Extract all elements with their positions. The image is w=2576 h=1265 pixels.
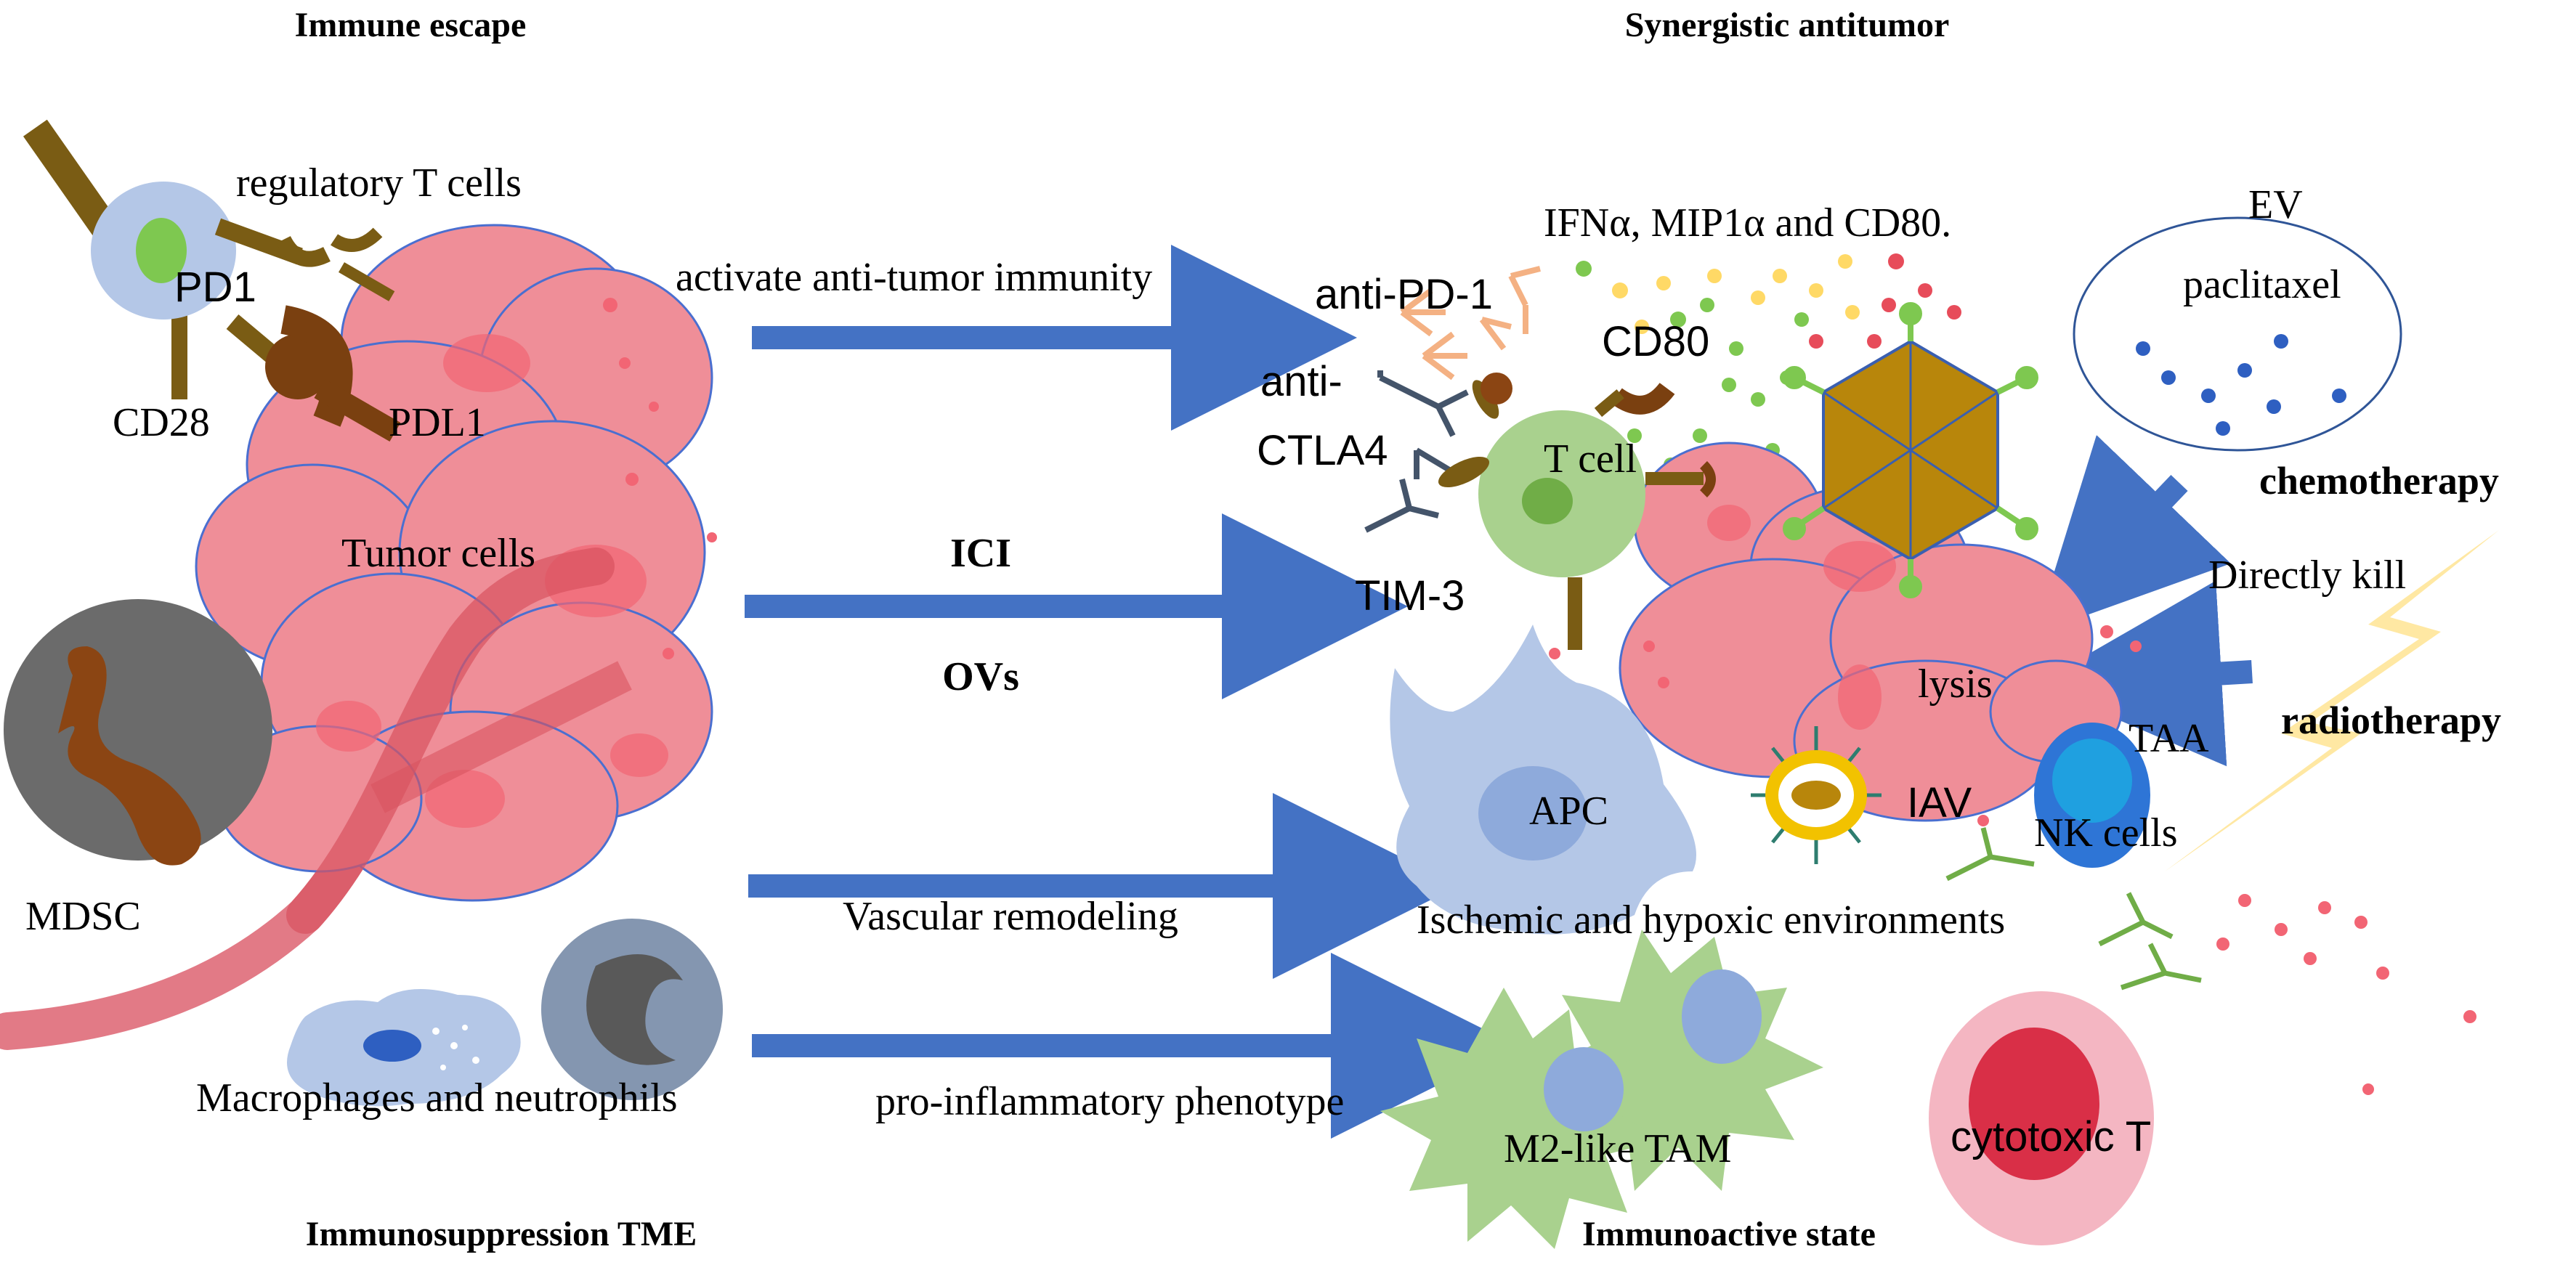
label-t-cell: T cell — [1544, 436, 1637, 481]
pd1-pdl1-binding — [226, 305, 401, 442]
label-directly-kill: Directly kill — [2208, 553, 2406, 598]
label-cd80: CD80 — [1602, 318, 1709, 365]
heading-suppression-tme: Immunosuppression TME — [306, 1215, 697, 1253]
label-iav: IAV — [1907, 779, 1972, 826]
label-apc: APC — [1529, 789, 1608, 834]
label-radiotherapy: radiotherapy — [2281, 699, 2501, 742]
anti-ctla4-antibodies — [1364, 370, 1469, 533]
label-pdl1: PDL1 — [389, 400, 486, 445]
arrow-chemo — [2035, 435, 2231, 634]
label-mdsc: MDSC — [25, 894, 141, 939]
lightning-bolt — [2165, 530, 2499, 871]
heading-immunoactive: Immunoactive state — [1582, 1215, 1876, 1253]
blood-vessel-overlay — [286, 548, 615, 934]
label-cytokines: IFNα, MIP1α and CD80. — [1544, 200, 1951, 245]
cytotoxic-t-cell — [1929, 991, 2154, 1245]
label-paclitaxel: paclitaxel — [2183, 262, 2341, 307]
label-cytotoxic-t: cytotoxic T — [1951, 1113, 2151, 1160]
iav-virus — [1751, 726, 1882, 864]
apc-cell — [1390, 625, 1696, 935]
label-vascular: Vascular remodeling — [843, 894, 1178, 939]
label-cd28: CD28 — [113, 400, 210, 445]
heading-synergistic: Synergistic antitumor — [1625, 6, 1950, 44]
label-nk-cells: NK cells — [2034, 810, 2178, 855]
cytokine-dots — [1576, 253, 1961, 472]
anti-pd1-antibodies — [1400, 266, 1541, 381]
label-tim3: TIM-3 — [1355, 572, 1465, 619]
arrows — [745, 245, 2253, 1139]
label-macrophages: Macrophages and neutrophils — [196, 1075, 677, 1120]
tumor-cluster-left — [195, 224, 717, 902]
label-activate: activate anti-tumor immunity — [676, 255, 1152, 300]
label-m2-tam: M2-like TAM — [1504, 1126, 1731, 1171]
label-proinflam: pro-inflammatory phenotype — [875, 1079, 1344, 1124]
label-taa: TAA — [2129, 716, 2209, 761]
mdsc-cell — [4, 599, 272, 866]
label-anti-pd1: anti-PD-1 — [1315, 271, 1493, 318]
label-ici: ICI — [950, 531, 1011, 576]
label-anti-ctla4-a: anti- — [1260, 358, 1342, 405]
label-tumor-cells: Tumor cells — [341, 531, 535, 576]
label-anti-ctla4-b: CTLA4 — [1257, 427, 1388, 474]
label-ovs: OVs — [942, 654, 1019, 699]
label-ev: EV — [2248, 182, 2303, 227]
label-regulatory-t: regulatory T cells — [236, 160, 522, 206]
ev-vesicle — [2073, 216, 2402, 452]
nk-cell — [2034, 723, 2150, 868]
label-lysis: lysis — [1918, 662, 1993, 707]
label-ischemic: Ischemic and hypoxic environments — [1417, 898, 2005, 943]
heading-immune-escape: Immune escape — [295, 6, 527, 44]
label-pd1: PD1 — [174, 264, 256, 311]
neutrophil — [541, 919, 723, 1100]
regulatory-t-cell — [23, 119, 395, 399]
arrow-radio — [2036, 580, 2253, 767]
label-chemotherapy: chemotherapy — [2259, 459, 2499, 503]
macrophage — [287, 989, 521, 1107]
oncolytic-virus — [1783, 302, 2038, 598]
t-cell — [1438, 373, 1716, 650]
m2-tam-cells — [1380, 930, 1823, 1249]
green-antibodies — [1945, 827, 2202, 991]
labels: Immune escape Synergistic antitumor Immu… — [25, 6, 2501, 1253]
